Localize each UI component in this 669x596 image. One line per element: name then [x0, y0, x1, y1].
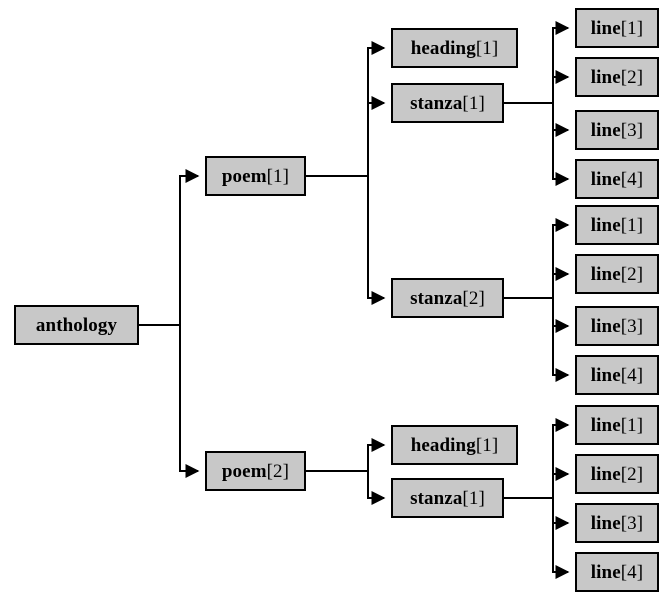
node-element-index: [2]	[462, 287, 485, 309]
node-element-name: poem	[221, 460, 267, 482]
node-s1line3[interactable]: line[3]	[575, 110, 659, 150]
node-element-name: line	[590, 463, 621, 485]
node-poem2[interactable]: poem[2]	[205, 451, 306, 491]
edge-anthology-to-poem2	[139, 324, 200, 478]
node-element-name: line	[590, 512, 621, 534]
node-element-index: [1]	[266, 165, 290, 187]
node-element-index: [1]	[475, 434, 499, 456]
node-element-name: line	[590, 214, 621, 236]
edge-poem1-to-p1heading1	[306, 41, 386, 177]
edge-poem1-to-p1stanza1	[306, 96, 386, 177]
node-s3line1[interactable]: line[1]	[575, 405, 659, 445]
node-s2line1[interactable]: line[1]	[575, 205, 659, 245]
node-element-index: [4]	[620, 168, 644, 190]
node-element-index: [3]	[620, 512, 644, 534]
node-element-index: [2]	[620, 463, 644, 485]
node-element-index: [4]	[620, 364, 644, 386]
edge-p2stanza1-to-s3line2	[504, 467, 570, 499]
node-p2stanza1[interactable]: stanza[1]	[391, 478, 504, 518]
edge-poem2-to-p2heading1	[306, 438, 386, 472]
node-element-name: stanza	[410, 92, 463, 114]
node-s1line4[interactable]: line[4]	[575, 159, 659, 199]
node-s2line2[interactable]: line[2]	[575, 254, 659, 294]
node-element-name: line	[590, 315, 621, 337]
node-element-name: line	[590, 364, 621, 386]
edge-p1stanza2-to-s2line2	[504, 267, 570, 299]
node-s1line2[interactable]: line[2]	[575, 57, 659, 97]
node-s3line4[interactable]: line[4]	[575, 552, 659, 592]
edge-p2stanza1-to-s3line3	[504, 497, 570, 530]
node-element-index: [1]	[620, 17, 644, 39]
node-element-index: [4]	[620, 561, 644, 583]
node-poem1[interactable]: poem[1]	[205, 156, 306, 196]
node-element-index: [3]	[620, 119, 644, 141]
node-element-name: stanza	[410, 487, 463, 509]
edge-p1stanza2-to-s2line4	[504, 297, 570, 382]
edge-paths	[139, 21, 570, 579]
node-p2heading1[interactable]: heading[1]	[391, 425, 518, 465]
node-p1stanza2[interactable]: stanza[2]	[391, 278, 504, 318]
edge-p1stanza2-to-s2line1	[504, 218, 570, 299]
node-element-name: poem	[221, 165, 267, 187]
node-element-name: line	[590, 17, 621, 39]
node-element-index: [1]	[620, 414, 644, 436]
node-element-index: [2]	[620, 66, 644, 88]
edge-p2stanza1-to-s3line4	[504, 497, 570, 579]
edge-p1stanza1-to-s1line2	[504, 70, 570, 104]
edge-p1stanza1-to-s1line4	[504, 102, 570, 186]
node-element-name: anthology	[35, 314, 118, 336]
node-s3line3[interactable]: line[3]	[575, 503, 659, 543]
node-element-name: line	[590, 66, 621, 88]
node-p1stanza1[interactable]: stanza[1]	[391, 83, 504, 123]
node-element-name: line	[590, 263, 621, 285]
node-element-index: [1]	[475, 37, 499, 59]
node-element-name: heading	[410, 37, 476, 59]
node-element-name: line	[590, 168, 621, 190]
node-element-index: [1]	[462, 487, 485, 509]
edge-p1stanza2-to-s2line3	[504, 297, 570, 333]
node-element-index: [2]	[266, 460, 290, 482]
node-element-name: heading	[410, 434, 476, 456]
node-s3line2[interactable]: line[2]	[575, 454, 659, 494]
node-anthology[interactable]: anthology	[14, 305, 139, 345]
edge-poem1-to-p1stanza2	[306, 175, 386, 305]
node-element-name: stanza	[410, 287, 463, 309]
node-s1line1[interactable]: line[1]	[575, 8, 659, 48]
edge-p1stanza1-to-s1line3	[504, 102, 570, 137]
edge-anthology-to-poem1	[139, 169, 200, 326]
node-s2line3[interactable]: line[3]	[575, 306, 659, 346]
node-p1heading1[interactable]: heading[1]	[391, 28, 518, 68]
edge-poem2-to-p2stanza1	[306, 470, 386, 505]
node-element-index: [2]	[620, 263, 644, 285]
node-element-index: [1]	[462, 92, 485, 114]
node-element-name: line	[590, 414, 621, 436]
node-element-index: [1]	[620, 214, 644, 236]
node-element-index: [3]	[620, 315, 644, 337]
node-element-name: line	[590, 119, 621, 141]
node-s2line4[interactable]: line[4]	[575, 355, 659, 395]
node-element-name: line	[590, 561, 621, 583]
